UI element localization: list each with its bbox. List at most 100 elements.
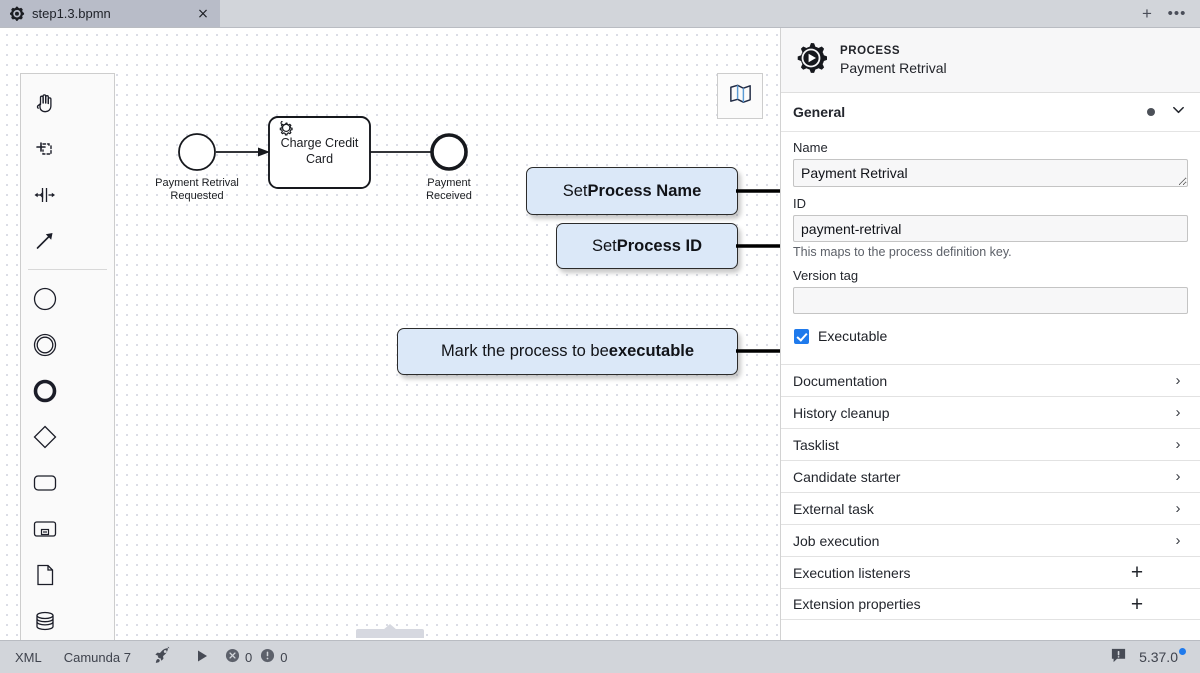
error-icon <box>225 648 240 666</box>
section-label: Execution listeners <box>793 564 911 581</box>
callout-arrow-id <box>736 244 780 248</box>
error-count: 0 <box>244 649 253 665</box>
service-task-label: Charge Credit Card <box>280 136 359 166</box>
new-tab-button[interactable]: + <box>1142 4 1152 23</box>
map-icon <box>727 82 754 111</box>
database-icon <box>31 607 59 635</box>
field-version-tag: Version tag <box>793 268 1188 314</box>
group-status-dot-icon <box>1147 108 1155 116</box>
chevron-right-icon[interactable]: › <box>1175 404 1181 421</box>
status-bar: XML Camunda 7 <box>0 640 1200 673</box>
chevron-right-icon[interactable]: › <box>1175 372 1181 389</box>
end-event-label: Payment Received <box>426 177 472 202</box>
start-event-label: Payment Retrival Requested <box>155 177 239 202</box>
version-tag-input[interactable] <box>793 287 1188 314</box>
section-label: Candidate starter <box>793 468 901 485</box>
palette-divider <box>28 269 107 270</box>
play-icon <box>194 648 210 667</box>
bpmn-diagram <box>178 116 468 189</box>
callout-prefix: Set <box>591 236 617 255</box>
tab-bar-more-icon[interactable]: ••• <box>1167 5 1187 22</box>
properties-element-type: PROCESS <box>840 45 901 57</box>
version-text: 5.37.0 <box>1139 649 1178 665</box>
create-gateway[interactable] <box>21 414 68 460</box>
group-body-general: Name ID This maps to the process definit… <box>781 132 1200 364</box>
name-input[interactable] <box>793 159 1188 187</box>
tab-step1-3-bpmn[interactable]: step1.3.bpmn × <box>0 0 220 27</box>
section-tasklist[interactable]: Tasklist › <box>781 428 1200 460</box>
tab-bar-actions: + ••• <box>1134 0 1200 27</box>
section-label: External task <box>793 500 874 517</box>
field-id: ID This maps to the process definition k… <box>793 196 1188 259</box>
create-start-event[interactable] <box>21 276 68 322</box>
create-task[interactable] <box>21 460 68 506</box>
circle-thick-icon <box>31 377 59 405</box>
engine-label: Camunda 7 <box>63 649 131 665</box>
update-available-dot-icon <box>1179 648 1186 655</box>
executable-checkbox[interactable] <box>794 328 809 344</box>
properties-panel: PROCESS Payment Retrival General Name ID <box>780 28 1200 640</box>
close-icon[interactable]: × <box>197 5 209 22</box>
section-external-task[interactable]: External task › <box>781 492 1200 524</box>
callout-set-process-name: Set Process Name <box>526 167 738 215</box>
section-label: History cleanup <box>793 404 890 421</box>
feedback-icon[interactable] <box>1110 647 1127 667</box>
section-extension-properties[interactable]: Extension properties + <box>781 588 1200 620</box>
chevron-right-icon[interactable]: › <box>1175 468 1181 485</box>
create-data-object[interactable] <box>21 552 68 598</box>
engine-profile-button[interactable]: Camunda 7 <box>53 641 142 673</box>
create-end-event[interactable] <box>21 368 68 414</box>
space-tool[interactable] <box>21 172 68 218</box>
create-data-store[interactable] <box>21 598 68 640</box>
document-icon <box>31 561 59 589</box>
canvas-resize-handle[interactable] <box>356 629 424 638</box>
lasso-icon <box>32 136 58 162</box>
hand-tool[interactable] <box>21 80 68 126</box>
section-label: Tasklist <box>793 436 839 453</box>
hand-icon <box>32 90 58 116</box>
bpmn-canvas[interactable]: ••• <box>0 28 780 640</box>
section-execution-listeners[interactable]: Execution listeners + <box>781 556 1200 588</box>
section-documentation[interactable]: Documentation › <box>781 364 1200 396</box>
callout-mark-executable: Mark the process to be executable <box>397 328 738 375</box>
group-header-general[interactable]: General <box>781 93 1200 132</box>
chevron-down-icon[interactable] <box>1171 102 1186 122</box>
rocket-icon <box>153 646 172 668</box>
rounded-rect-icon <box>31 469 59 497</box>
warning-count-badge[interactable]: 0 <box>256 641 291 673</box>
callout-arrow-name <box>736 189 780 193</box>
start-event-shape <box>178 133 216 171</box>
deploy-button[interactable] <box>142 641 183 673</box>
section-label: Job execution <box>793 532 880 549</box>
double-circle-icon <box>31 331 59 359</box>
section-job-execution[interactable]: Job execution › <box>781 524 1200 556</box>
space-tool-icon <box>32 182 58 208</box>
callout-strong: Process ID <box>616 236 703 255</box>
version-label[interactable]: 5.37.0 <box>1139 648 1186 665</box>
global-connect-tool[interactable] <box>21 218 68 264</box>
error-count-badge[interactable]: 0 <box>221 641 256 673</box>
properties-sections: Documentation › History cleanup › Taskli… <box>781 364 1200 620</box>
chevron-right-icon[interactable]: › <box>1175 436 1181 453</box>
diamond-icon <box>31 423 59 451</box>
chevron-right-icon[interactable]: › <box>1175 532 1181 549</box>
group-title: General <box>793 104 846 120</box>
id-label: ID <box>793 196 806 211</box>
run-button[interactable] <box>183 641 221 673</box>
bpmn-gear-icon <box>10 6 25 21</box>
plus-icon[interactable]: + <box>1130 592 1144 616</box>
section-history-cleanup[interactable]: History cleanup › <box>781 396 1200 428</box>
plus-icon[interactable]: + <box>1130 561 1144 584</box>
id-input[interactable] <box>793 215 1188 242</box>
xml-label: XML <box>15 649 42 665</box>
minimap-toggle-button[interactable] <box>717 73 763 119</box>
arrow-up-right-icon <box>32 228 58 254</box>
create-expanded-subprocess[interactable] <box>21 506 68 552</box>
chevron-right-icon[interactable]: › <box>1175 500 1181 517</box>
version-tag-label: Version tag <box>793 268 859 283</box>
lasso-tool[interactable] <box>21 126 68 172</box>
create-intermediate-event[interactable] <box>21 322 68 368</box>
xml-view-button[interactable]: XML <box>12 641 53 673</box>
section-candidate-starter[interactable]: Candidate starter › <box>781 460 1200 492</box>
properties-header: PROCESS Payment Retrival <box>781 28 1200 93</box>
